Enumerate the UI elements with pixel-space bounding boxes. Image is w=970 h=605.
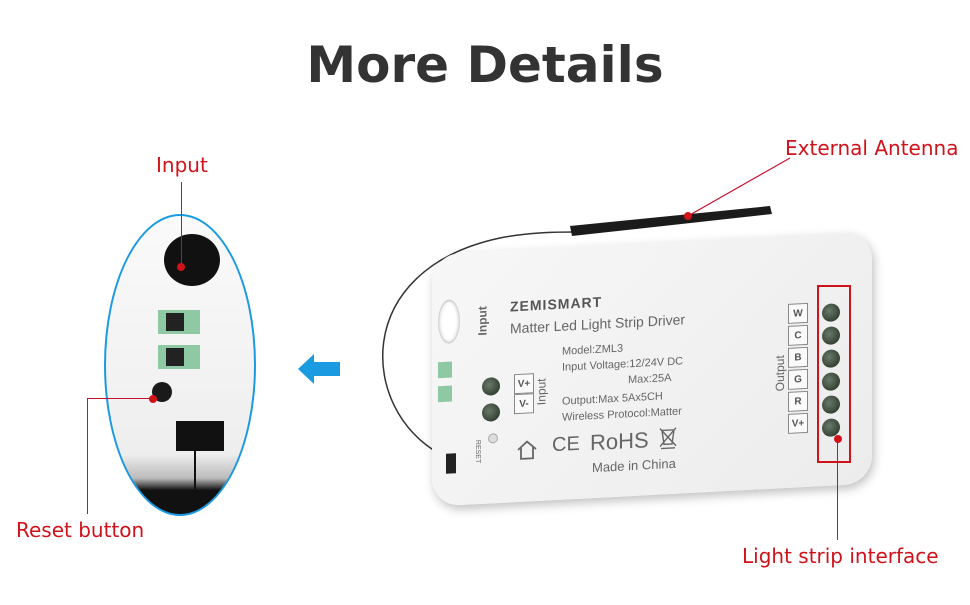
callout-line [87, 398, 153, 399]
input-voltage: Input Voltage:12/24V DC [562, 355, 684, 374]
wireless-protocol: Wireless Protocol:Matter [562, 405, 682, 424]
side-input-label: Input [475, 305, 490, 336]
vminus-label: V- [514, 393, 534, 415]
channel-r: R [788, 390, 808, 412]
dc-jack [164, 234, 220, 286]
channel-c: C [788, 324, 808, 346]
reset-label: RESET [474, 439, 482, 464]
input-screw-vplus [482, 376, 500, 396]
max-current: Max:25A [628, 371, 672, 387]
channel-vplus: V+ [788, 412, 808, 434]
input-terminal-1 [158, 310, 200, 334]
channel-g: G [788, 368, 808, 390]
callout-line [87, 398, 88, 514]
callout-antenna: External Antenna [785, 136, 959, 160]
rohs-mark: RoHS [590, 427, 649, 456]
weee-bin-icon [659, 427, 677, 450]
led-strip-driver: Input RESET V+ V- Input ZEMISMART Matter… [432, 231, 872, 507]
product-name: Matter Led Light Strip Driver [510, 311, 686, 337]
reset-button-hole [152, 382, 172, 402]
callout-dot [834, 435, 842, 443]
antenna-port [446, 453, 456, 474]
input-terminal-2 [158, 345, 200, 369]
input-terminal [438, 385, 452, 403]
callout-line [837, 440, 838, 540]
model: Model:ZML3 [562, 342, 624, 358]
antenna-port [176, 421, 224, 451]
page-title: More Details [306, 36, 664, 94]
callout-reset: Reset button [16, 518, 145, 542]
output-label: Output [773, 354, 788, 392]
callout-line [181, 182, 182, 266]
made-in-china: Made in China [592, 455, 676, 476]
brand-logo: ZEMISMART [510, 293, 603, 315]
input-screw-vminus [482, 402, 500, 422]
ce-mark: CE [552, 432, 580, 457]
output-spec: Output:Max 5Ax5CH [562, 390, 663, 408]
reset-button[interactable] [488, 433, 498, 444]
input-terminal [438, 361, 452, 379]
dc-jack [438, 299, 460, 345]
channel-b: B [788, 346, 808, 368]
callout-dot [149, 395, 157, 403]
output-highlight-box [817, 285, 851, 463]
antenna-wire [194, 451, 196, 511]
channel-w: W [788, 302, 808, 324]
vplus-label: V+ [514, 373, 534, 395]
input-label: Input [534, 378, 549, 406]
antenna-cable [381, 157, 791, 455]
arrow-left-icon [298, 354, 340, 384]
home-icon [517, 440, 537, 460]
callout-light-strip: Light strip interface [742, 544, 939, 568]
callout-dot [177, 263, 185, 271]
side-view-zoom [104, 214, 256, 516]
callout-input: Input [156, 153, 208, 177]
